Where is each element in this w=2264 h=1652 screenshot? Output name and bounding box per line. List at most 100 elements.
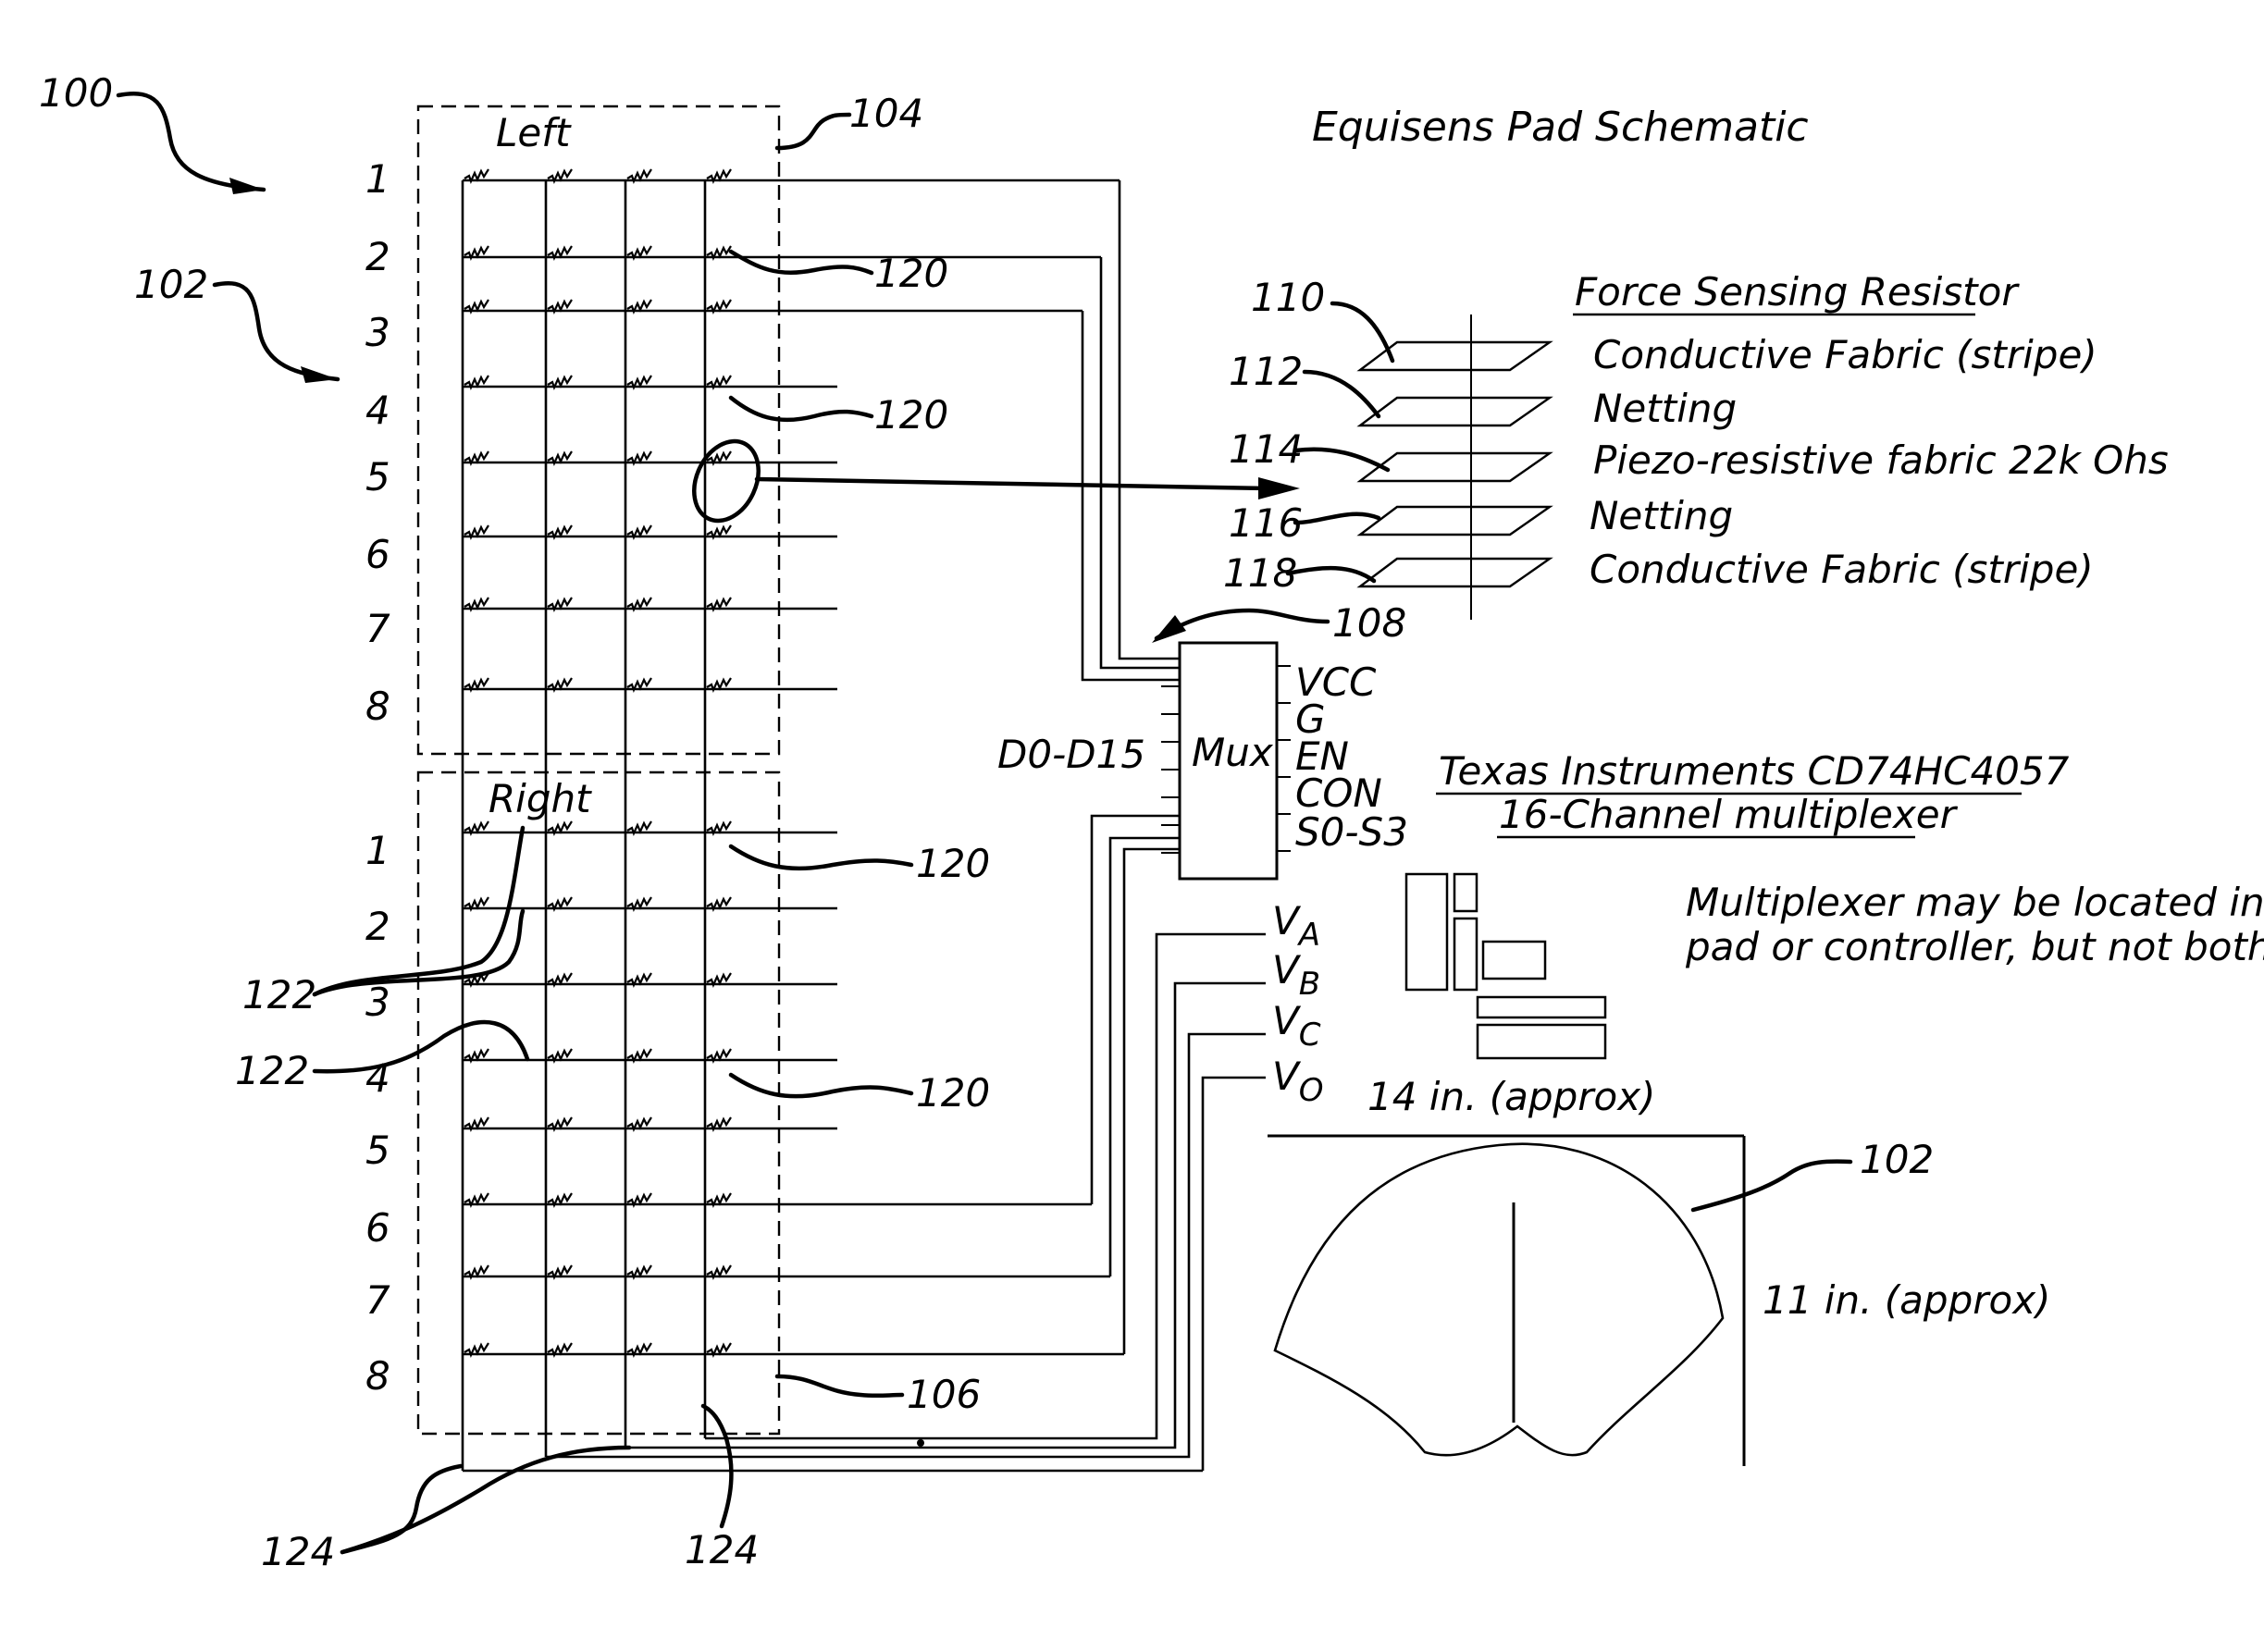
fsr-layer-label-5: Conductive Fabric (stripe) [1590, 547, 2094, 592]
ref-120-d-leader [731, 1075, 911, 1096]
ref-106-leader [777, 1376, 902, 1396]
ref-100-leader [118, 93, 264, 190]
signal-vo: VO [1272, 1054, 1324, 1109]
wire-right-row8-to-mux [1124, 849, 1180, 1354]
ref-102-left: 102 [134, 262, 208, 307]
wire-left-row2-to-mux [1101, 257, 1180, 668]
ref-124-left: 124 [261, 1529, 335, 1574]
ref-100-arrow [229, 178, 264, 194]
row-labels: 1234567812345678 [365, 156, 390, 1399]
fsr-layer-2 [1360, 398, 1550, 425]
figure-title: Equisens Pad Schematic [1312, 104, 1809, 151]
mux-data-pins-label: D0-D15 [997, 732, 1145, 777]
fsr-detail-arrowhead [1258, 477, 1300, 499]
right-row-label-8: 8 [365, 1353, 390, 1399]
right-pad-label: Right [489, 776, 592, 821]
signal-vc: VC [1272, 998, 1321, 1054]
wire-right-row7-to-mux [1110, 838, 1180, 1276]
right-pad-boundary [418, 772, 779, 1434]
right-row-label-1: 1 [365, 828, 390, 873]
wire-vc [1175, 1034, 1266, 1457]
mux-part-line1: Texas Instruments CD74HC4057 [1439, 748, 2070, 794]
signal-va-sub: A [1297, 917, 1320, 954]
wire-junction-dot [917, 1439, 924, 1447]
signal-vb-main: V [1272, 947, 1302, 992]
note-line2: pad or controller, but not both. [1685, 924, 2264, 969]
signal-vc-main: V [1272, 998, 1302, 1043]
ref-112: 112 [1229, 349, 1303, 394]
wire-vo [1203, 1078, 1266, 1471]
fsr-layer-label-4: Netting [1590, 493, 1733, 538]
ref-112-leader [1305, 372, 1379, 416]
ref-106: 106 [907, 1372, 981, 1417]
ref-116: 116 [1229, 500, 1303, 546]
dimension-height-label: 11 in. (approx) [1763, 1277, 2050, 1323]
ref-104: 104 [849, 91, 923, 136]
right-row-label-4: 4 [365, 1055, 390, 1101]
left-row-label-8: 8 [365, 684, 390, 729]
signal-vc-sub: C [1299, 1017, 1321, 1054]
mux-part-line2: 16-Channel multiplexer [1499, 792, 1959, 837]
wire-left-row1-to-mux [1120, 180, 1180, 659]
ref-120-c-leader [731, 846, 911, 869]
ref-102-right-leader [1693, 1162, 1850, 1210]
ref-114-leader [1295, 450, 1388, 470]
ref-122-lower-leader [315, 1022, 527, 1071]
ref-122-upper: 122 [242, 972, 316, 1017]
right-row-label-3: 3 [365, 980, 390, 1025]
ref-122-lower: 122 [235, 1048, 309, 1093]
mux-pin-s0-s3: S0-S3 [1295, 809, 1408, 855]
fsr-heading: Force Sensing Resistor [1575, 269, 2020, 314]
ref-102-right: 102 [1860, 1137, 1934, 1182]
ref-120-a: 120 [874, 251, 948, 296]
left-pad-boundary [418, 106, 779, 754]
fsr-layer-label-1: Conductive Fabric (stripe) [1593, 332, 2097, 377]
fsr-layers [1360, 342, 1550, 586]
note-line1: Multiplexer may be located in [1686, 880, 2264, 925]
signal-vb: VB [1272, 947, 1320, 1003]
ref-108: 108 [1332, 600, 1406, 646]
mux-label: Mux [1192, 730, 1274, 775]
ref-114: 114 [1229, 426, 1303, 472]
ref-100: 100 [39, 70, 113, 116]
left-row-label-5: 5 [365, 454, 390, 499]
fsr-layer-label-2: Netting [1593, 386, 1737, 431]
wire-right-row6-to-mux [1092, 816, 1180, 1204]
ref-104-leader [777, 115, 849, 148]
ref-124-right: 124 [685, 1527, 759, 1572]
fsr-layer-label-3: Piezo-resistive fabric 22k Ohs [1593, 438, 2169, 483]
ref-116-leader [1295, 514, 1379, 523]
left-row-label-4: 4 [365, 388, 390, 433]
signal-vo-sub: O [1299, 1072, 1324, 1109]
wire-vb [1152, 983, 1266, 1448]
ref-120-d: 120 [916, 1070, 990, 1116]
left-row-label-3: 3 [365, 310, 390, 355]
ref-108-leader [1157, 610, 1328, 638]
ref-124-right-leader [703, 1406, 731, 1526]
ref-118-leader [1288, 568, 1374, 581]
right-row-label-7: 7 [365, 1277, 390, 1323]
signal-va-main: V [1272, 898, 1302, 943]
right-row-label-2: 2 [365, 904, 390, 949]
saddle-pad-outline [1275, 1144, 1723, 1455]
ref-124-left-leader-b [342, 1448, 629, 1552]
left-row-label-7: 7 [365, 606, 390, 651]
fsr-layer-4 [1360, 507, 1550, 535]
signal-vo-main: V [1272, 1054, 1302, 1099]
left-pad-label: Left [496, 110, 572, 155]
fsr-detail-arrow-line [757, 479, 1268, 488]
ref-102-left-leader [215, 283, 338, 379]
signal-va: VA [1272, 898, 1320, 954]
left-row-label-2: 2 [365, 234, 390, 279]
dimension-width-label: 14 in. (approx) [1367, 1074, 1655, 1119]
right-row-label-6: 6 [365, 1205, 390, 1251]
ref-120-b: 120 [874, 392, 948, 438]
ref-110: 110 [1251, 275, 1325, 320]
ref-120-b-leader [731, 398, 872, 420]
ref-120-c: 120 [916, 841, 990, 886]
fsr-layer-5 [1360, 559, 1550, 586]
signal-vb-sub: B [1299, 966, 1320, 1003]
left-row-label-6: 6 [365, 532, 390, 577]
ref-120-a-leader [731, 252, 872, 273]
